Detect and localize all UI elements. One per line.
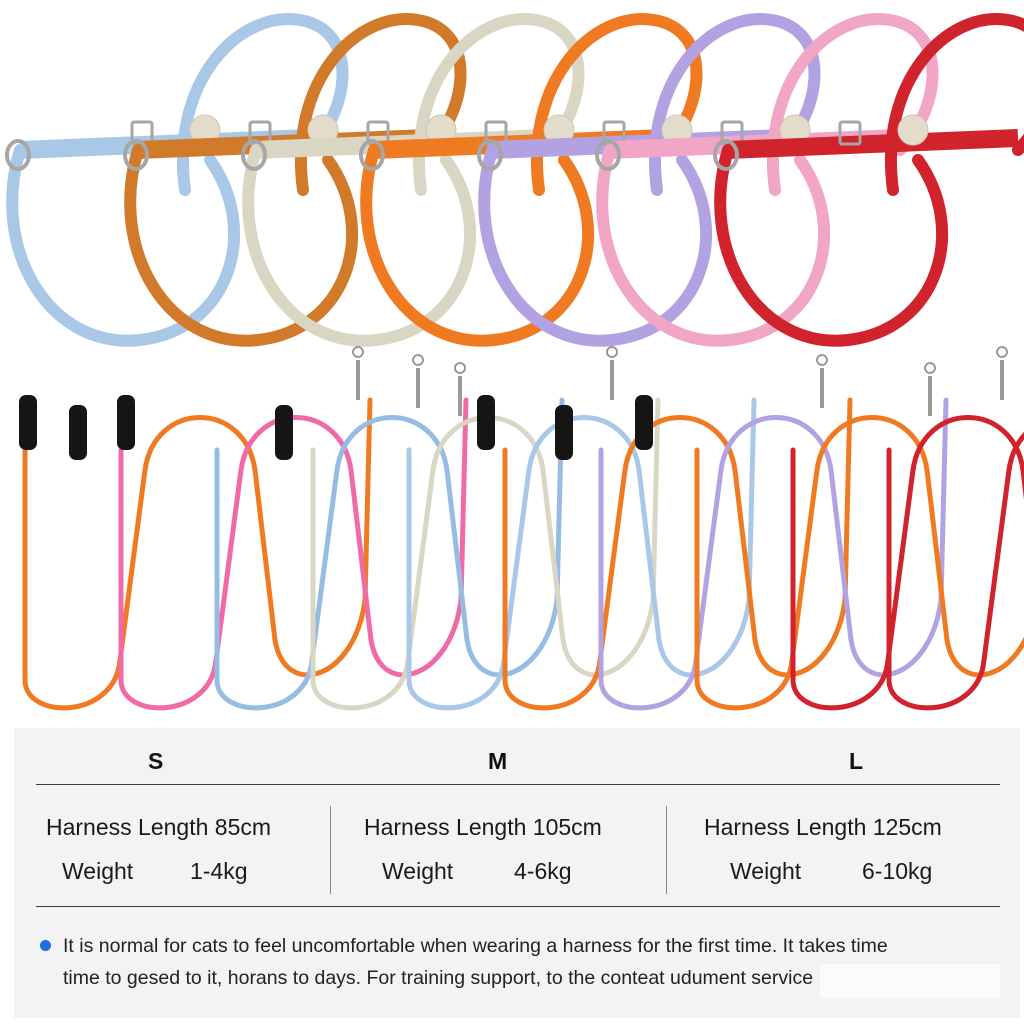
- harness-1: [5, 13, 349, 347]
- blue-dot-icon: [40, 940, 51, 951]
- clip-ring-icon: [454, 362, 466, 374]
- leash-strap: [790, 415, 1024, 711]
- harness-body-strap: [360, 144, 594, 347]
- leash-9: [790, 415, 1024, 711]
- size-header-m: M: [488, 748, 508, 774]
- foam-handle-icon: [635, 395, 653, 450]
- harness-group: [5, 13, 1024, 347]
- leash-strap: [694, 415, 1024, 711]
- foam-handle-icon: [19, 395, 37, 450]
- leash-strap: [214, 397, 565, 711]
- clip-ring-icon: [352, 346, 364, 358]
- leash-strap: [502, 397, 853, 711]
- leash-strap: [886, 432, 1024, 711]
- d-ring-icon: [241, 139, 267, 171]
- note-patch: [820, 964, 1000, 998]
- harness-body-strap: [242, 144, 476, 347]
- d-ring-icon: [359, 139, 385, 171]
- foam-handle-icon: [275, 405, 293, 460]
- harness-length-m: Harness Length 105cm: [364, 814, 602, 840]
- harness-2: [123, 13, 467, 347]
- leash-3: [214, 397, 565, 711]
- harness-5: [477, 13, 821, 347]
- connector-disc-icon: [897, 114, 929, 146]
- harness-body-strap: [596, 144, 830, 347]
- care-note: It is normal for cats to feel uncomforta…: [63, 930, 1003, 994]
- d-ring-icon: [477, 139, 503, 171]
- harness-neck-strap: [295, 13, 467, 196]
- foam-handle-icon: [555, 405, 573, 460]
- harness-3: [241, 13, 585, 347]
- size-chart-panel: S M L Harness Length 85cm Weight 1-4kg H…: [14, 728, 1020, 1018]
- leash-strap: [598, 397, 949, 711]
- size-header-s: S: [148, 748, 164, 774]
- d-ring-icon: [713, 139, 739, 171]
- leash-1: [22, 397, 373, 711]
- foam-handle-icon: [117, 395, 135, 450]
- leash-10: [886, 432, 1024, 711]
- d-ring-icon: [5, 139, 31, 171]
- column-divider-2: [666, 806, 667, 894]
- leash-strap: [22, 397, 373, 711]
- leash-strap: [118, 397, 469, 711]
- harness-neck-strap: [649, 13, 821, 196]
- care-note-line-2: time to gesed to it, horans to days. For…: [63, 967, 814, 989]
- leash-8: [694, 415, 1024, 711]
- leash-5: [406, 397, 757, 711]
- size-header-l: L: [849, 748, 864, 774]
- d-ring-icon: [595, 139, 621, 171]
- weight-value-m: 4-6kg: [514, 858, 572, 884]
- clip-ring-icon: [816, 354, 828, 366]
- harness-neck-strap: [885, 13, 1024, 196]
- harness-length-l: Harness Length 125cm: [704, 814, 942, 840]
- weight-value-l: 6-10kg: [862, 858, 933, 884]
- leash-2: [118, 397, 469, 711]
- clip-ring-icon: [924, 362, 936, 374]
- foam-handle-icon: [69, 405, 87, 460]
- harness-body-strap: [714, 144, 948, 347]
- leash-6: [502, 397, 853, 711]
- harness-neck-strap: [413, 13, 585, 196]
- harness-4: [359, 13, 703, 347]
- slider-buckle-icon: [838, 120, 862, 146]
- harness-cross-strap: [727, 129, 1019, 159]
- harness-6: [595, 13, 939, 347]
- harness-body-strap: [124, 144, 358, 347]
- clip-ring-icon: [996, 346, 1008, 358]
- harness-neck-strap: [767, 13, 939, 196]
- weight-value-s: 1-4kg: [190, 858, 248, 884]
- harness-neck-strap: [531, 13, 703, 196]
- table-divider-top: [36, 784, 1000, 785]
- leash-strap: [406, 397, 757, 711]
- care-note-line-1: It is normal for cats to feel uncomforta…: [63, 935, 888, 957]
- harness-length-s: Harness Length 85cm: [46, 814, 272, 840]
- harness-7: [713, 13, 1024, 347]
- leash-7: [598, 397, 949, 711]
- clip-ring-icon: [606, 346, 618, 358]
- foam-handle-icon: [477, 395, 495, 450]
- clip-ring-icon: [412, 354, 424, 366]
- harness-body-strap: [6, 144, 240, 347]
- product-photo: [5, 13, 1024, 711]
- harness-neck-strap: [177, 13, 349, 196]
- column-divider-1: [330, 806, 331, 894]
- weight-label-m: Weight: [382, 858, 454, 884]
- table-divider-bottom: [36, 906, 1000, 907]
- leash-group: [19, 346, 1024, 711]
- weight-label-s: Weight: [62, 858, 134, 884]
- harness-body-strap: [478, 144, 712, 347]
- d-ring-icon: [123, 139, 149, 171]
- weight-label-l: Weight: [730, 858, 802, 884]
